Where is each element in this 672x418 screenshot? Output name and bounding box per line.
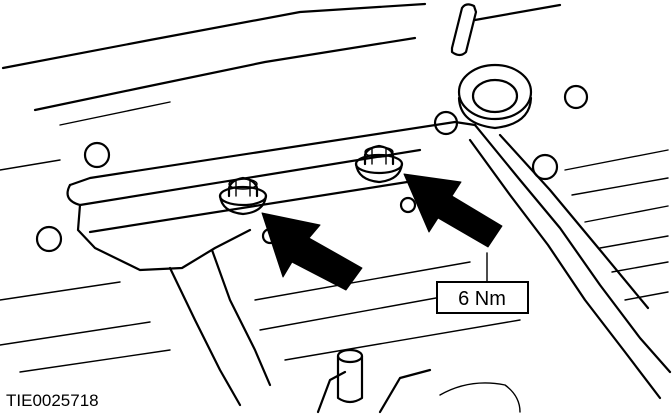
right-ribs [564,149,669,301]
torque-value-label: 6 Nm [458,288,506,310]
figure-id-label: TIE0025718 [6,391,99,410]
round-boss [457,63,533,130]
figure-id: TIE0025718 [0,382,150,418]
bottom-stud [316,348,521,414]
mounting-holes [35,84,589,253]
raised-cover-plate [66,120,672,407]
bolt-right [354,144,404,184]
background-housing [0,2,562,373]
torque-callout: 6 Nm [436,252,529,314]
arrow-right [403,173,503,248]
arrow-left [261,212,363,291]
bolt-left [218,176,268,216]
